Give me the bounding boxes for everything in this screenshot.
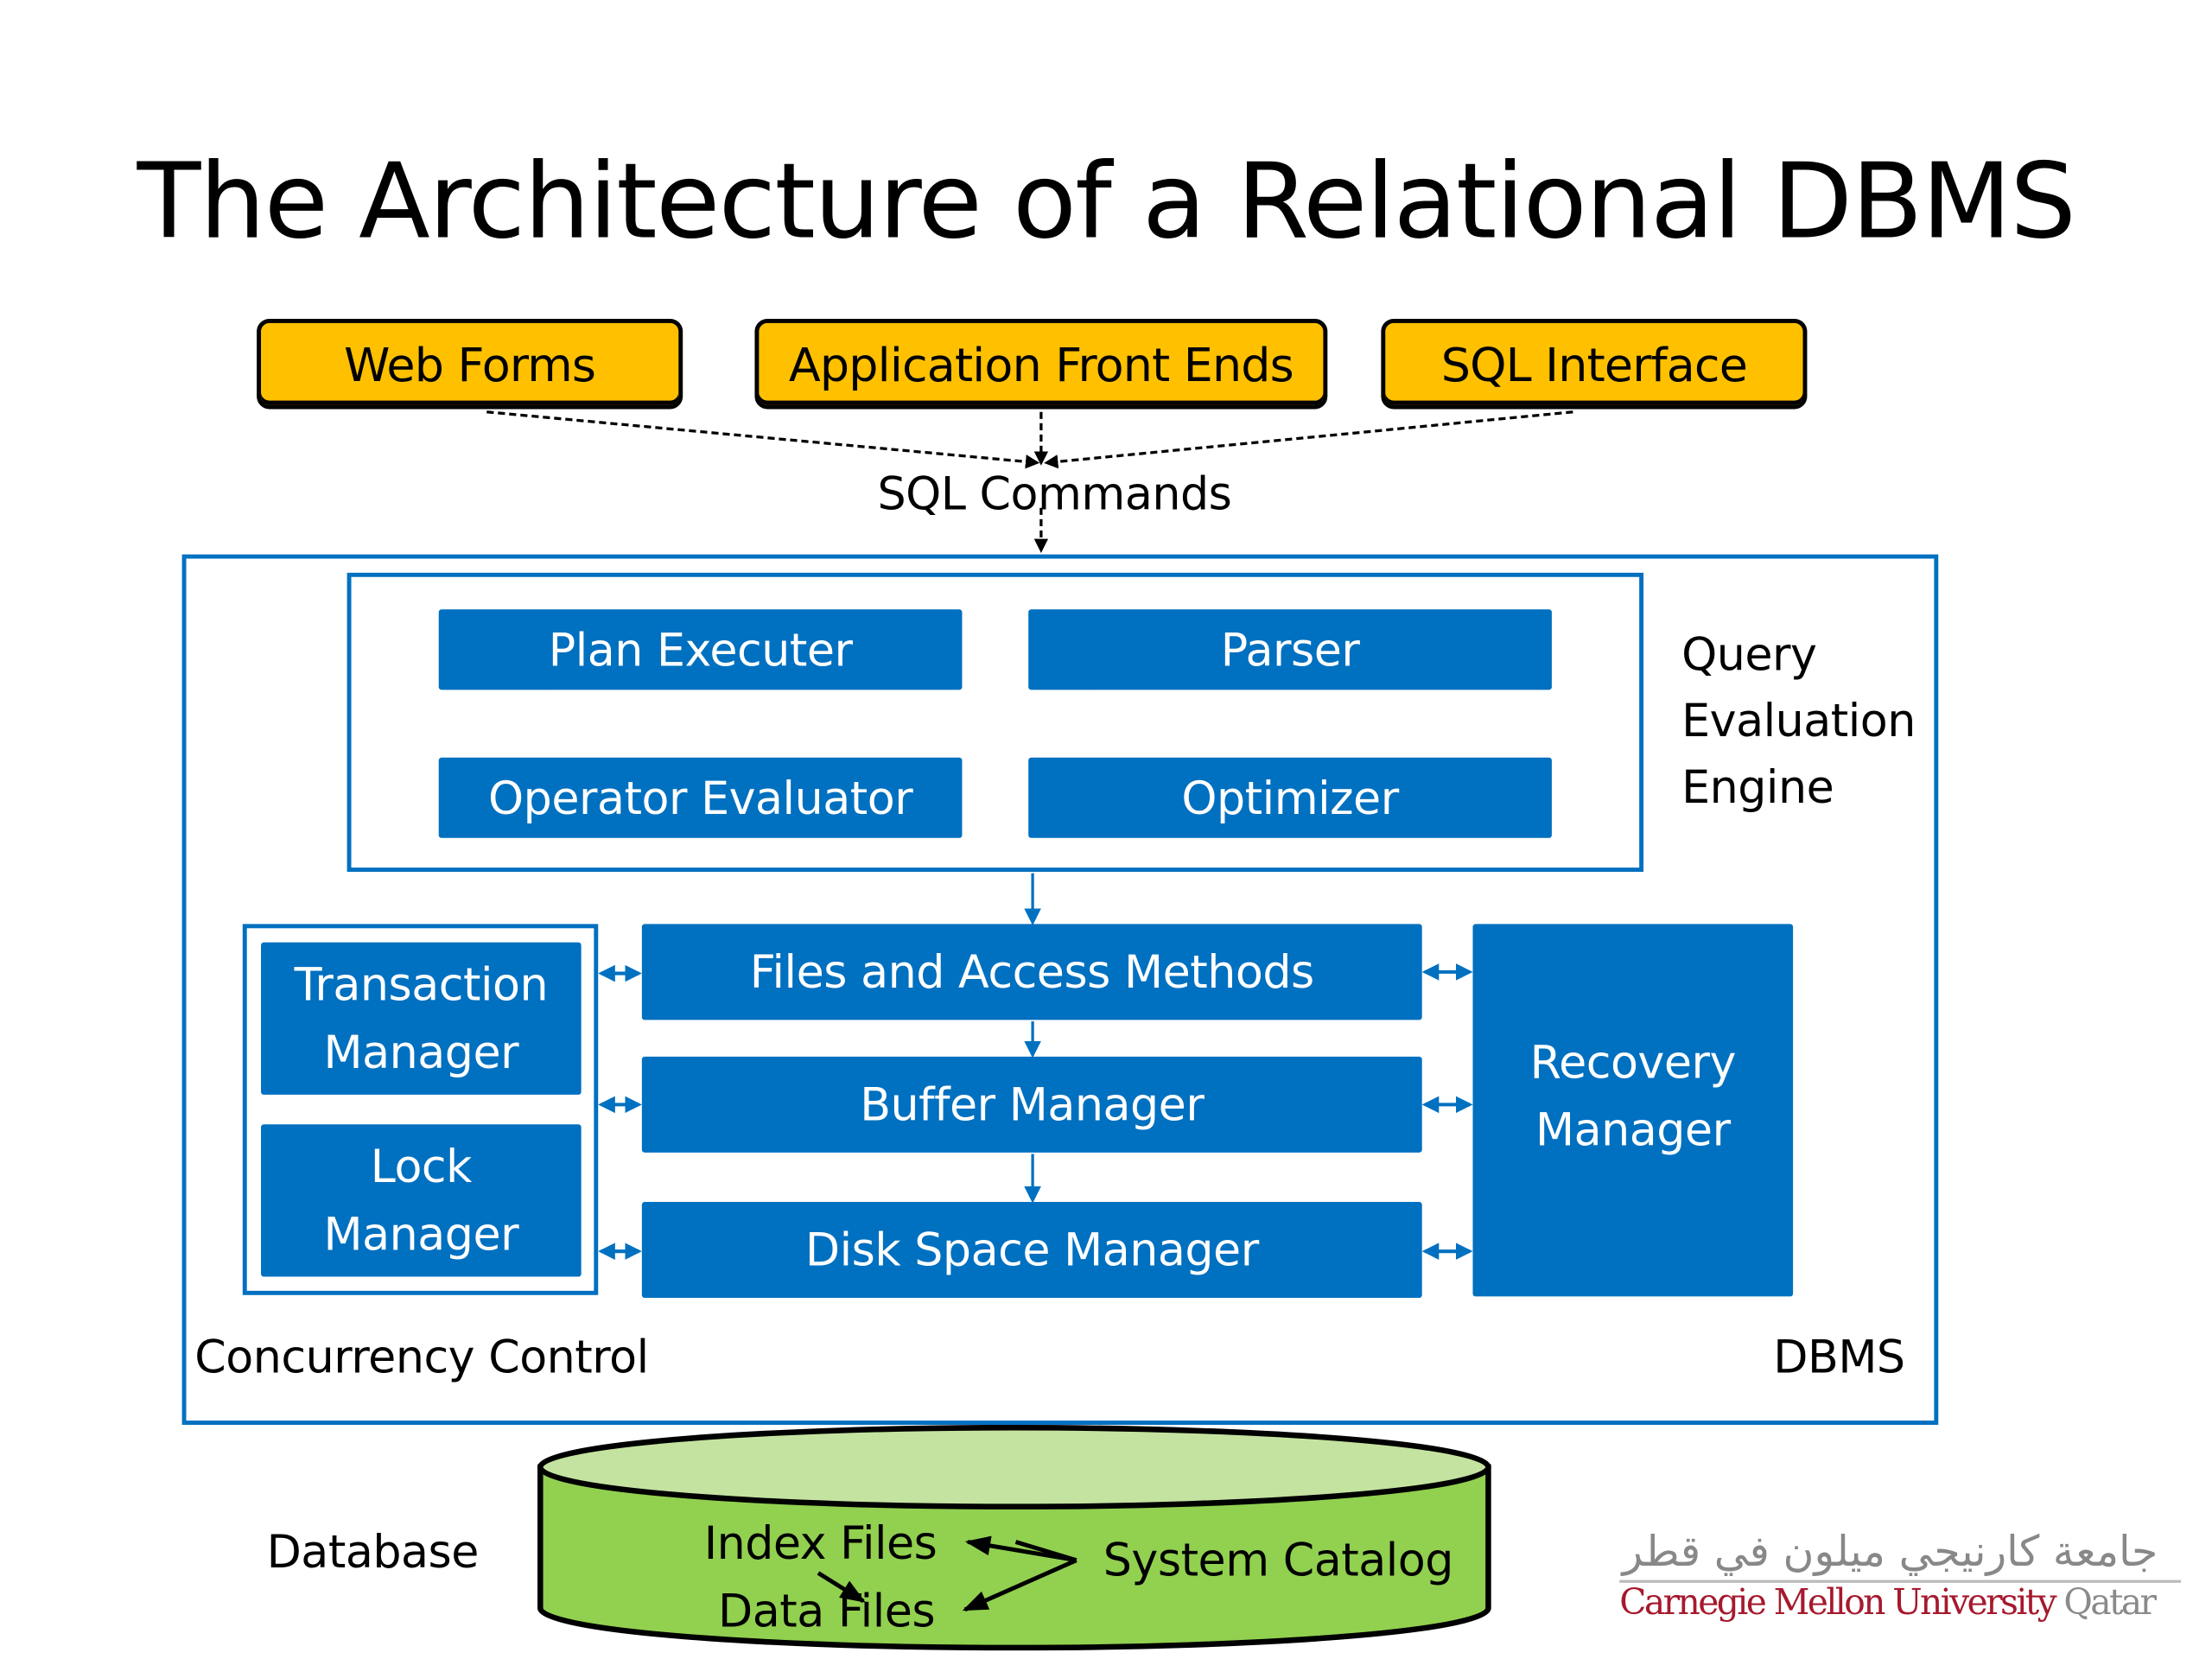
query-engine-label-2: Evaluation bbox=[1681, 694, 1916, 748]
sql-commands-label: SQL Commands bbox=[877, 467, 1232, 521]
operator-evaluator-box: Operator Evaluator bbox=[438, 757, 963, 838]
catalog-to-data-arrow bbox=[962, 1558, 1077, 1612]
sql-interface-box: SQL Interface bbox=[1381, 318, 1808, 410]
cmu-qatar-logo: Carnegie Mellon University Qatar bbox=[1619, 1581, 2157, 1623]
layer-arrows bbox=[1004, 873, 1041, 1460]
lock-manager-line2: Manager bbox=[323, 1207, 519, 1262]
disk-space-manager-box: Disk Space Manager bbox=[641, 1202, 1422, 1299]
query-engine-label-3: Engine bbox=[1681, 760, 1834, 815]
lock-manager-box: Lock Manager bbox=[261, 1124, 582, 1277]
transaction-manager-line1: Transaction bbox=[294, 957, 549, 1012]
query-evaluation-engine-frame bbox=[346, 572, 1644, 872]
transaction-manager-box: Transaction Manager bbox=[261, 942, 582, 1095]
catalog-to-index-arrow bbox=[964, 1535, 1077, 1563]
logo-qatar-text: Qatar bbox=[2063, 1581, 2157, 1623]
application-front-ends-box: Application Front Ends bbox=[754, 318, 1328, 410]
dbms-frame bbox=[181, 554, 1939, 1425]
logo-divider bbox=[1619, 1580, 2182, 1583]
transaction-manager-line2: Manager bbox=[323, 1025, 519, 1079]
database-label: Database bbox=[266, 1524, 480, 1579]
slide-title: The Architecture of a Relational DBMS bbox=[137, 141, 2076, 263]
cmu-qatar-logo-arabic: جامعة كارنيجي ميلون في قطر bbox=[1622, 1528, 2159, 1578]
query-engine-label-1: Query bbox=[1681, 627, 1817, 682]
database-cylinder bbox=[537, 1424, 1491, 1651]
bidirectional-arrows bbox=[598, 963, 1473, 1260]
web-forms-arrow bbox=[486, 410, 1040, 469]
parser-box: Parser bbox=[1028, 609, 1552, 690]
concurrency-control-frame bbox=[242, 924, 599, 1295]
sql-interface-arrow bbox=[1044, 410, 1573, 469]
cylinder-body bbox=[537, 1464, 1491, 1651]
plan-executer-box: Plan Executer bbox=[438, 609, 963, 690]
cylinder-top bbox=[537, 1424, 1491, 1510]
recovery-manager-box: Recovery Manager bbox=[1472, 924, 1794, 1297]
web-forms-box: Web Forms bbox=[257, 318, 683, 410]
index-to-data-arrow bbox=[817, 1571, 866, 1604]
logo-cmu-text: Carnegie Mellon University bbox=[1619, 1581, 2056, 1623]
buffer-manager-box: Buffer Manager bbox=[641, 1056, 1422, 1153]
lock-manager-line1: Lock bbox=[370, 1140, 473, 1194]
dbms-label: DBMS bbox=[1773, 1330, 1905, 1384]
recovery-manager-line1: Recovery bbox=[1529, 1035, 1737, 1090]
files-and-access-methods-box: Files and Access Methods bbox=[641, 924, 1422, 1020]
recovery-manager-line2: Manager bbox=[1535, 1103, 1731, 1157]
system-catalog-label: System Catalog bbox=[1103, 1533, 1454, 1587]
index-files-label: Index Files bbox=[703, 1516, 938, 1571]
concurrency-control-label: Concurrency Control bbox=[194, 1330, 649, 1384]
client-dashed-arrows bbox=[486, 410, 1573, 553]
optimizer-box: Optimizer bbox=[1028, 757, 1552, 838]
data-files-label: Data Files bbox=[718, 1584, 936, 1638]
